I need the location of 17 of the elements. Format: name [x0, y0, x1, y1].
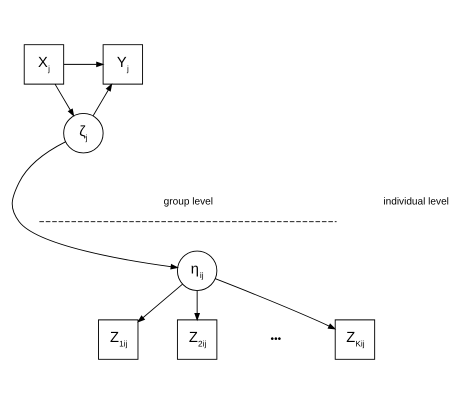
label: group level	[164, 196, 213, 208]
node-box: Z$_{1ij}$	[98, 318, 138, 360]
arrow	[54, 83, 74, 116]
label: individual level	[383, 196, 449, 208]
arrow	[12, 140, 179, 269]
node-box: Y$_{j}$	[102, 44, 144, 84]
node-circle: ζ$_{j}$	[63, 112, 104, 153]
label: •••	[270, 334, 282, 345]
arrow	[137, 283, 183, 322]
arrow	[194, 290, 200, 321]
arrow	[64, 61, 104, 67]
arrow	[92, 82, 112, 116]
node-box: Z$_{2ij}$	[176, 318, 218, 360]
node-circle: η$_{ij}$	[176, 250, 218, 290]
node-box: Z$_{Kij}$	[334, 318, 376, 360]
arrow	[214, 278, 336, 329]
node-box: X$_{j}$	[24, 44, 64, 84]
